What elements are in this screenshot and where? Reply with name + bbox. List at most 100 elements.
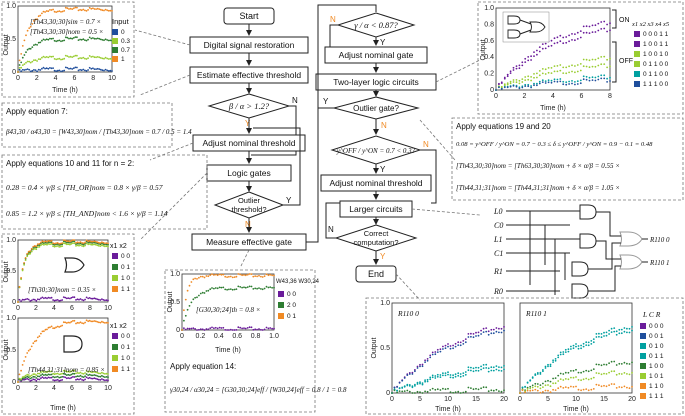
r110-1-series-point: [564, 371, 567, 374]
input-series-point: [109, 57, 112, 60]
r110-0-series-point: [495, 330, 498, 333]
r110-legend-swatch: [640, 363, 646, 369]
two-layer-series-point: [547, 67, 550, 69]
input-series-point: [111, 10, 113, 12]
and-series-point: [35, 377, 38, 379]
two-layer-series-point: [536, 76, 538, 79]
r110-1-series-point: [582, 345, 585, 348]
and-series-point: [44, 373, 47, 376]
and-series-point: [101, 378, 103, 380]
two-layer-series-point: [550, 44, 553, 47]
r110-1-series-point: [531, 386, 534, 389]
r110-1-series-point: [631, 361, 633, 364]
r110-1-series-point: [564, 378, 567, 380]
two-layer-series-point: [591, 76, 594, 79]
and-legend-entry: 1 0: [121, 355, 130, 362]
r110-0-series-point: [416, 365, 419, 368]
and-series-point: [62, 372, 65, 375]
two-layer-series-point: [588, 59, 591, 62]
input-series-point: [61, 10, 64, 13]
r110-0-series-point: [457, 344, 460, 346]
r110-0-series-point: [477, 331, 480, 334]
input-series-point: [56, 58, 59, 60]
and-series-point: [91, 377, 94, 380]
two-layer-legend-entry: 0 1 1 0 0: [643, 71, 669, 78]
input-series-point: [50, 37, 53, 40]
gate-series-point: [224, 288, 227, 291]
and-series-point: [76, 372, 79, 374]
or-series-point: [93, 243, 96, 246]
r110-1-xtick: 10: [572, 396, 580, 403]
input-series-point: [60, 40, 62, 43]
r110-0-series-point: [424, 361, 426, 363]
gate-xtick: 0: [180, 333, 184, 340]
r110-0-series-point: [498, 327, 500, 330]
and-xtick: 4: [52, 385, 56, 392]
or-series-point: [70, 239, 73, 242]
r110-0-series-point: [467, 369, 470, 372]
input-series-point: [18, 59, 21, 62]
r110-0-series-point: [411, 371, 414, 374]
or-series-point: [104, 299, 106, 302]
or-series-point: [78, 244, 80, 247]
and-series-point: [33, 373, 36, 376]
and-series-point: [56, 375, 59, 378]
larger-circuits-label: Larger circuits: [349, 204, 402, 214]
two-layer-series-point: [591, 65, 594, 68]
and-series-point: [62, 376, 65, 378]
gate-series-point: [192, 298, 195, 301]
gate-series-point: [192, 278, 195, 281]
two-layer-series-point: [550, 39, 553, 42]
and-series-point: [38, 335, 41, 338]
gate-series-point: [188, 305, 191, 307]
and-series-point: [67, 370, 70, 373]
input-plot-series: [17, 6, 113, 73]
input-series-point: [80, 57, 83, 60]
or-series-point: [99, 242, 102, 244]
input-series-point: [58, 57, 61, 60]
input-legend-entry: 1: [121, 56, 125, 63]
and-series-point: [56, 325, 59, 328]
two-layer-series-point: [594, 31, 597, 33]
r110-1-series-point: [590, 388, 593, 391]
r110-0-series-point: [424, 359, 426, 362]
gate-series-point: [211, 287, 213, 289]
gate-series-point: [190, 281, 193, 283]
outlier-threshold-label-1: Outlier: [238, 196, 261, 205]
gate-series-point: [244, 327, 247, 330]
input-series-point: [50, 55, 53, 58]
and-series-point: [102, 378, 105, 381]
gate-series-point: [220, 286, 223, 289]
gate-series-point: [216, 287, 219, 290]
gate-series-point: [209, 288, 212, 291]
and-series-point: [40, 332, 42, 335]
and-legend: 0 00 11 01 1: [112, 333, 130, 373]
or-series-point: [38, 246, 41, 248]
r110-0-xtick: 5: [418, 396, 422, 403]
and-series-point: [82, 322, 85, 325]
or-series-point: [96, 298, 99, 301]
r110-0-series-point: [444, 372, 447, 374]
r110-1-series-point: [603, 384, 605, 387]
gate-series-point: [260, 328, 262, 331]
r110-0-xtick: 10: [444, 396, 452, 403]
input-series-point: [39, 58, 42, 61]
and-series-point: [61, 375, 64, 378]
gate-xtick: 0.2: [196, 333, 206, 340]
and-series-point: [104, 376, 106, 378]
r110-0-series-point: [477, 369, 480, 372]
r110-1-xtick: 15: [600, 396, 608, 403]
or-series-point: [76, 244, 79, 247]
two-layer-series-point: [541, 72, 544, 75]
input-series-point: [76, 54, 78, 57]
input-series-point: [104, 8, 107, 11]
r110-1-series-point: [590, 369, 593, 372]
or-series-point: [56, 245, 59, 247]
gate-series-point: [213, 274, 215, 276]
r110-1-series-point: [549, 391, 552, 394]
or-series-point: [23, 262, 25, 264]
r110-1-series-point: [526, 388, 529, 390]
input-xtick: 2: [35, 75, 39, 82]
and-series-point: [46, 374, 48, 377]
and-series-point: [97, 375, 100, 378]
